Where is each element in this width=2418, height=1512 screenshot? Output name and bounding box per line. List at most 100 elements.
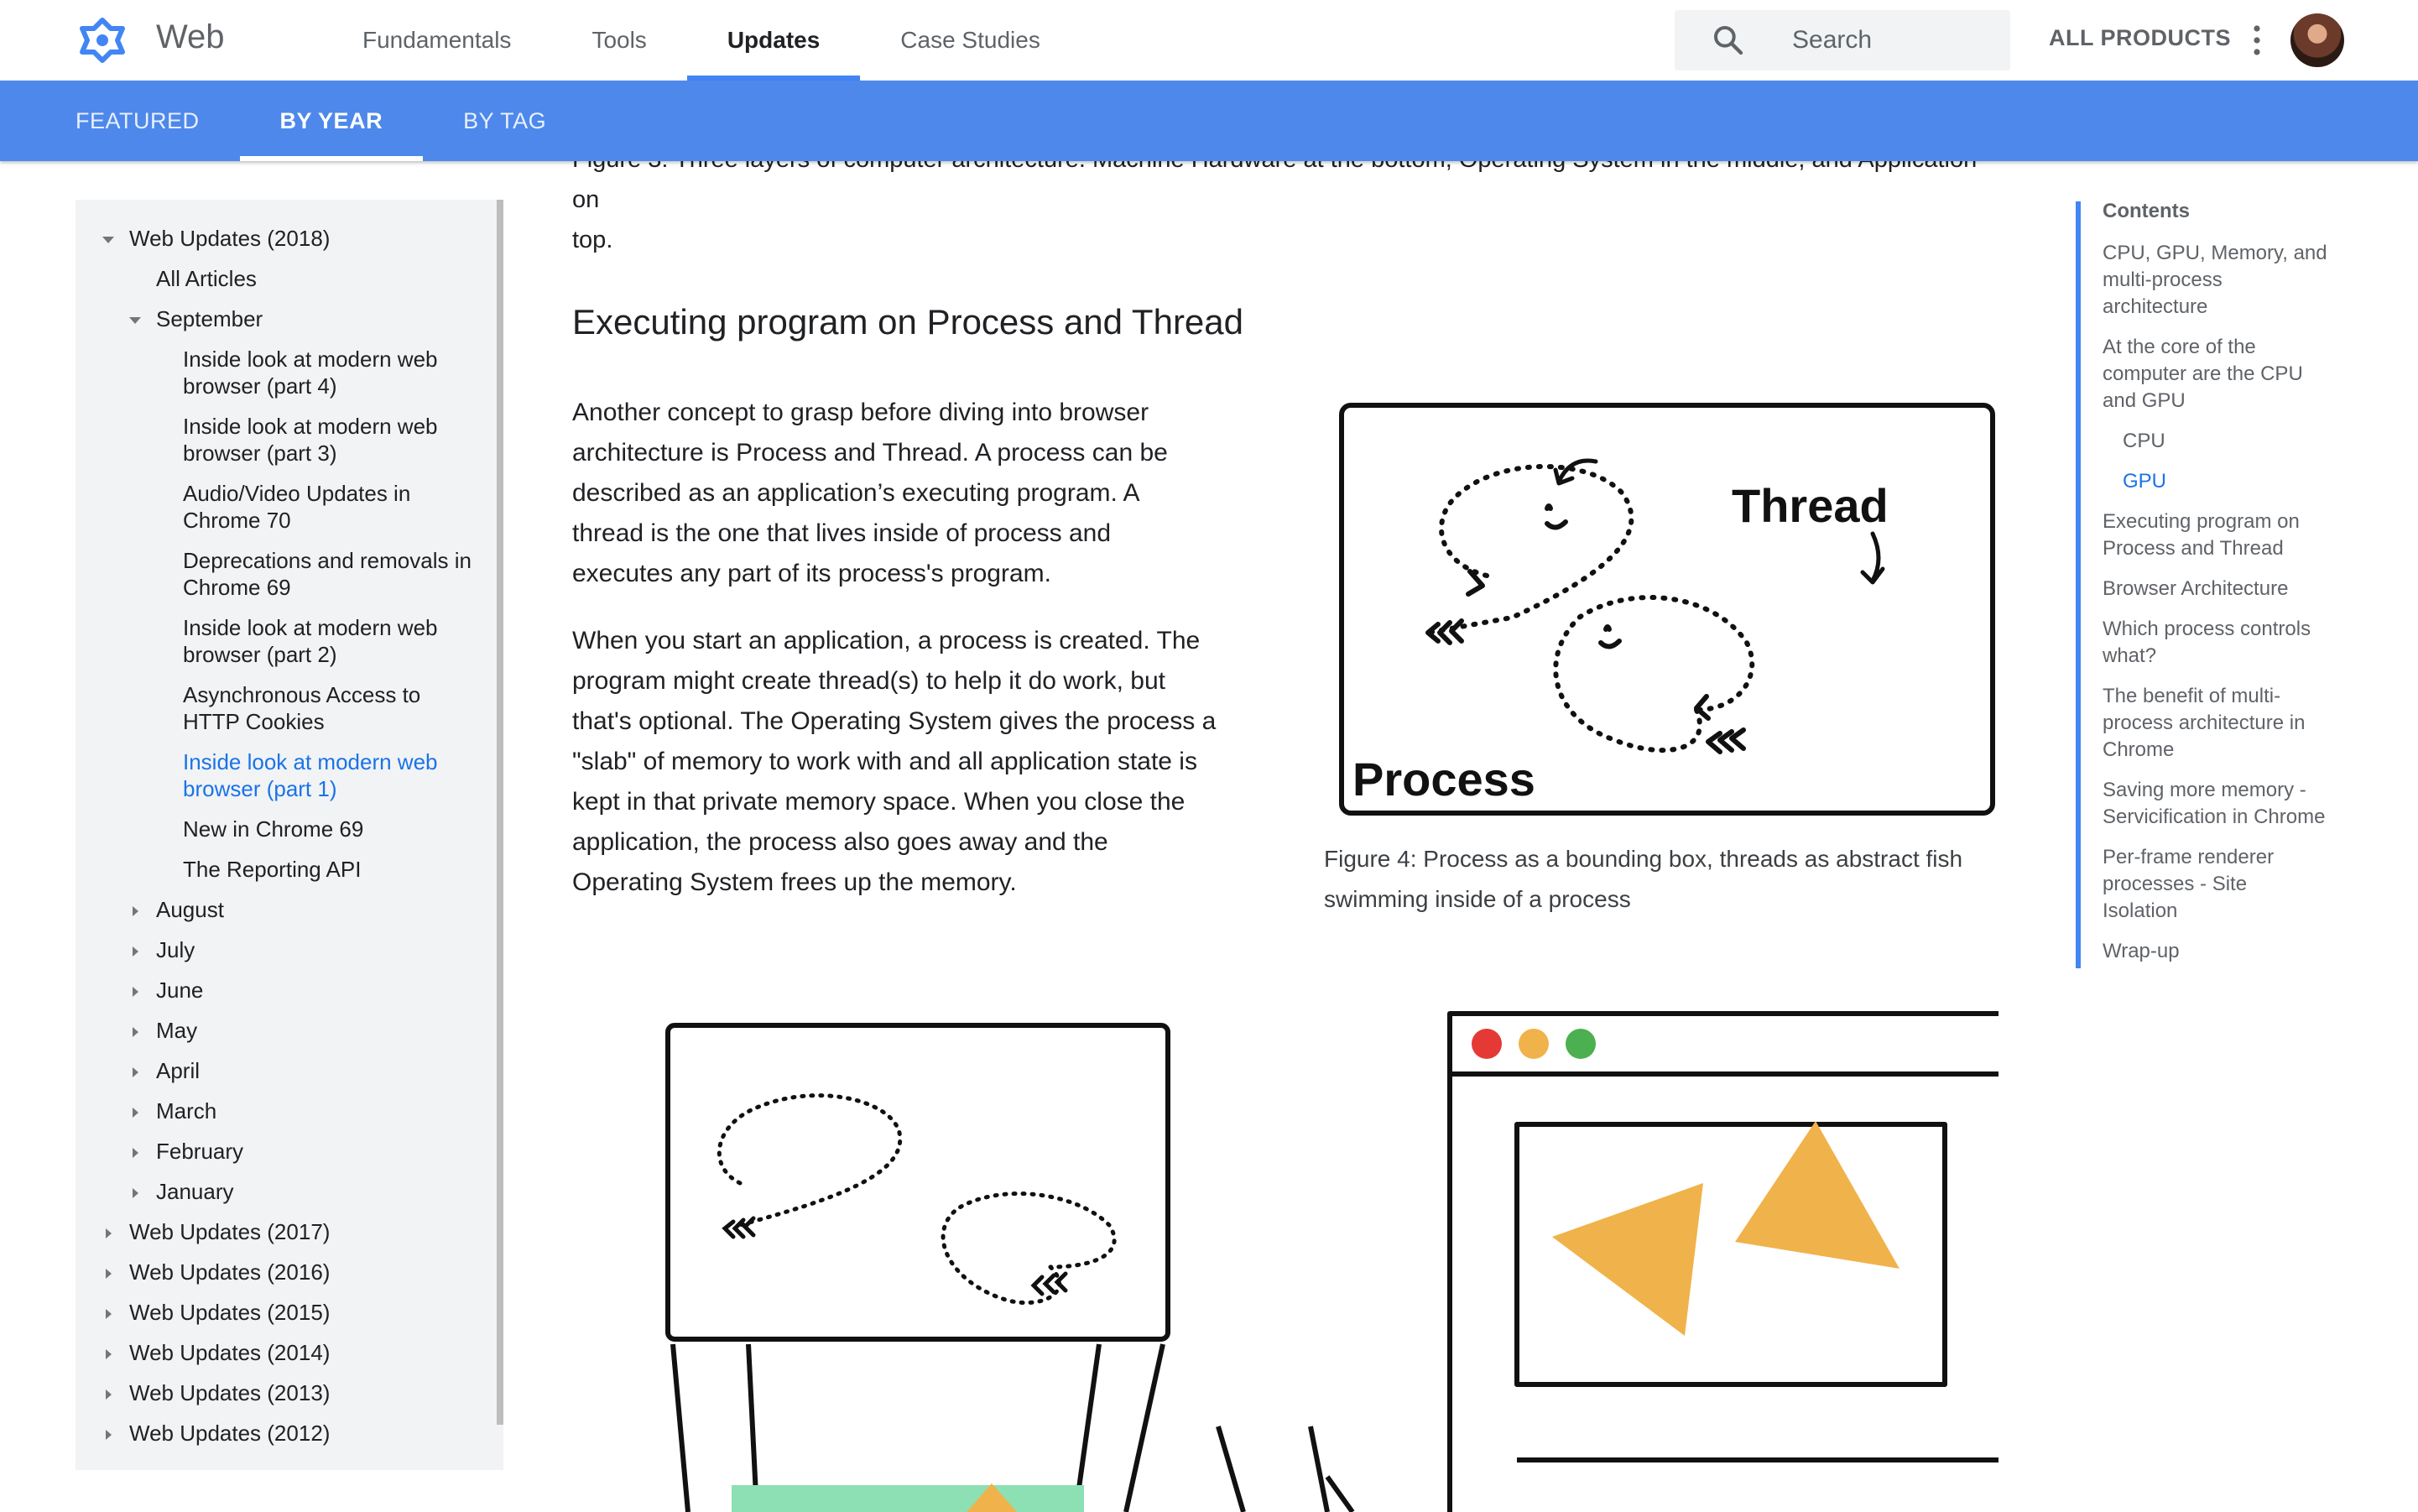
brand-name[interactable]: Web xyxy=(156,18,225,55)
paragraph-1: Another concept to grasp before diving i… xyxy=(572,393,1269,594)
text-line: application, the process also goes away … xyxy=(572,828,1108,856)
nav-tools[interactable]: Tools xyxy=(591,27,647,53)
tree-article[interactable]: Inside look at modern web browser (part … xyxy=(183,413,438,467)
expand-arrow-icon[interactable] xyxy=(102,237,114,243)
collapsed-arrow-icon[interactable] xyxy=(133,987,138,997)
tree-year[interactable]: Web Updates (2017) xyxy=(129,1219,331,1244)
toc-item[interactable]: The benefit of multi- process architectu… xyxy=(2103,683,2354,764)
text-line: Operating System frees up the memory. xyxy=(572,868,1017,896)
collapsed-arrow-icon[interactable] xyxy=(133,1188,138,1198)
tree-article[interactable]: Asynchronous Access to HTTP Cookies xyxy=(183,681,420,735)
tree-article[interactable]: New in Chrome 69 xyxy=(183,816,364,842)
tab-by-year[interactable]: BY YEAR xyxy=(239,81,424,161)
caption-line: Figure 4: Process as a bounding box, thr… xyxy=(1324,846,1963,872)
article-line: HTTP Cookies xyxy=(183,709,325,734)
toc-item[interactable]: At the core of the computer are the CPU … xyxy=(2103,334,2354,414)
collapsed-arrow-icon[interactable] xyxy=(106,1349,112,1359)
toc-line: computer are the CPU xyxy=(2103,362,2303,385)
collapsed-arrow-icon[interactable] xyxy=(133,1148,138,1158)
tree-month[interactable]: May xyxy=(156,1018,198,1043)
toc-item-gpu-active[interactable]: GPU xyxy=(2123,470,2167,493)
search-box[interactable] xyxy=(1675,10,2010,70)
toc-item[interactable]: Executing program on Process and Thread xyxy=(2103,508,2354,562)
fish-threads-illustration xyxy=(1425,458,1885,754)
toc-item[interactable]: Browser Architecture xyxy=(2103,577,2289,600)
search-icon[interactable] xyxy=(1712,23,1745,57)
tree-month-september[interactable]: September xyxy=(156,306,263,331)
expand-arrow-icon[interactable] xyxy=(129,317,141,324)
text-line: "slab" of memory to work with and all ap… xyxy=(572,748,1197,775)
toc-line: Servicification in Chrome xyxy=(2103,806,2326,828)
tree-article[interactable]: Audio/Video Updates in Chrome 70 xyxy=(183,480,410,534)
nav-case-studies[interactable]: Case Studies xyxy=(900,27,1040,53)
tab-by-tag[interactable]: BY TAG xyxy=(463,107,547,133)
search-input[interactable] xyxy=(1792,10,1993,70)
left-nav-tree: Web Updates (2018) All Articles Septembe… xyxy=(76,200,503,1470)
collapsed-arrow-icon[interactable] xyxy=(133,1027,138,1037)
toc-line: and GPU xyxy=(2103,389,2186,412)
collapsed-arrow-icon[interactable] xyxy=(133,1067,138,1077)
tree-year-2018[interactable]: Web Updates (2018) xyxy=(129,226,331,251)
browser-window xyxy=(1447,1011,1998,1512)
collapsed-arrow-icon[interactable] xyxy=(106,1430,112,1440)
toc-item-cpu[interactable]: CPU xyxy=(2123,430,2165,452)
tree-month[interactable]: March xyxy=(156,1098,217,1124)
toc-line: architecture xyxy=(2103,295,2208,318)
article-line: browser (part 4) xyxy=(183,373,337,399)
tree-year[interactable]: Web Updates (2015) xyxy=(129,1300,331,1325)
toc-item[interactable]: Wrap-up xyxy=(2103,940,2180,962)
article-line: Chrome 70 xyxy=(183,508,291,533)
collapsed-arrow-icon[interactable] xyxy=(106,1309,112,1319)
nav-fundamentals[interactable]: Fundamentals xyxy=(362,27,512,53)
caption-line: top. xyxy=(572,227,613,253)
tree-article[interactable]: The Reporting API xyxy=(183,857,362,882)
toc-line: The benefit of multi- xyxy=(2103,685,2281,707)
article-line: Inside look at modern web xyxy=(183,615,438,640)
figure-4-process-box: Thread Process xyxy=(1339,403,1995,816)
toc-line: At the core of the xyxy=(2103,336,2256,358)
user-avatar[interactable] xyxy=(2290,13,2344,67)
collapsed-arrow-icon[interactable] xyxy=(133,906,138,916)
sidebar-scrollbar[interactable] xyxy=(497,200,503,1425)
tree-year[interactable]: Web Updates (2014) xyxy=(129,1340,331,1365)
tree-month[interactable]: February xyxy=(156,1139,244,1164)
tree-article-active[interactable]: Inside look at modern web browser (part … xyxy=(183,748,438,802)
toc-line: process architecture in xyxy=(2103,712,2306,734)
tree-month[interactable]: July xyxy=(156,937,195,962)
tree-year[interactable]: Web Updates (2013) xyxy=(129,1380,331,1405)
tree-year[interactable]: Web Updates (2012) xyxy=(129,1421,331,1446)
paragraph-2: When you start an application, a process… xyxy=(572,621,1269,903)
text-line: executes any part of its process's progr… xyxy=(572,560,1051,587)
tree-year[interactable]: Web Updates (2016) xyxy=(129,1259,331,1285)
tree-article[interactable]: Inside look at modern web browser (part … xyxy=(183,614,438,668)
tree-month[interactable]: April xyxy=(156,1058,201,1083)
collapsed-arrow-icon[interactable] xyxy=(106,1269,112,1279)
collapsed-arrow-icon[interactable] xyxy=(106,1228,112,1238)
tree-month[interactable]: January xyxy=(156,1179,234,1204)
text-line: When you start an application, a process… xyxy=(572,627,1201,654)
toc-indicator xyxy=(2076,201,2081,968)
tree-month[interactable]: June xyxy=(156,978,204,1003)
toc-item[interactable]: CPU, GPU, Memory, and multi-process arch… xyxy=(2103,240,2354,321)
all-products-button[interactable]: ALL PRODUCTS xyxy=(2049,25,2232,50)
collapsed-arrow-icon[interactable] xyxy=(106,1389,112,1400)
figure-4-caption: Figure 4: Process as a bounding box, thr… xyxy=(1324,839,1998,920)
tree-all-articles[interactable]: All Articles xyxy=(156,266,257,291)
toc-item[interactable]: Saving more memory - Servicification in … xyxy=(2103,777,2354,831)
toc-item[interactable]: Per-frame renderer processes - Site Isol… xyxy=(2103,844,2354,925)
laptop-screen xyxy=(665,1023,1170,1342)
tree-month[interactable]: August xyxy=(156,897,224,922)
tab-featured[interactable]: FEATURED xyxy=(76,107,200,133)
collapsed-arrow-icon[interactable] xyxy=(133,1108,138,1118)
more-vert-icon[interactable] xyxy=(2249,23,2265,57)
process-label: Process xyxy=(1352,753,1535,806)
article-line: browser (part 1) xyxy=(183,776,337,801)
toc-item[interactable]: Which process controls what? xyxy=(2103,616,2354,670)
nav-updates[interactable]: Updates xyxy=(686,0,861,81)
collapsed-arrow-icon[interactable] xyxy=(133,946,138,957)
text-line: program might create thread(s) to help i… xyxy=(572,667,1165,695)
tree-article[interactable]: Inside look at modern web browser (part … xyxy=(183,346,438,399)
tree-article[interactable]: Deprecations and removals in Chrome 69 xyxy=(183,547,472,601)
web-logo-icon[interactable] xyxy=(77,15,128,65)
text-line: that's optional. The Operating System gi… xyxy=(572,707,1217,735)
